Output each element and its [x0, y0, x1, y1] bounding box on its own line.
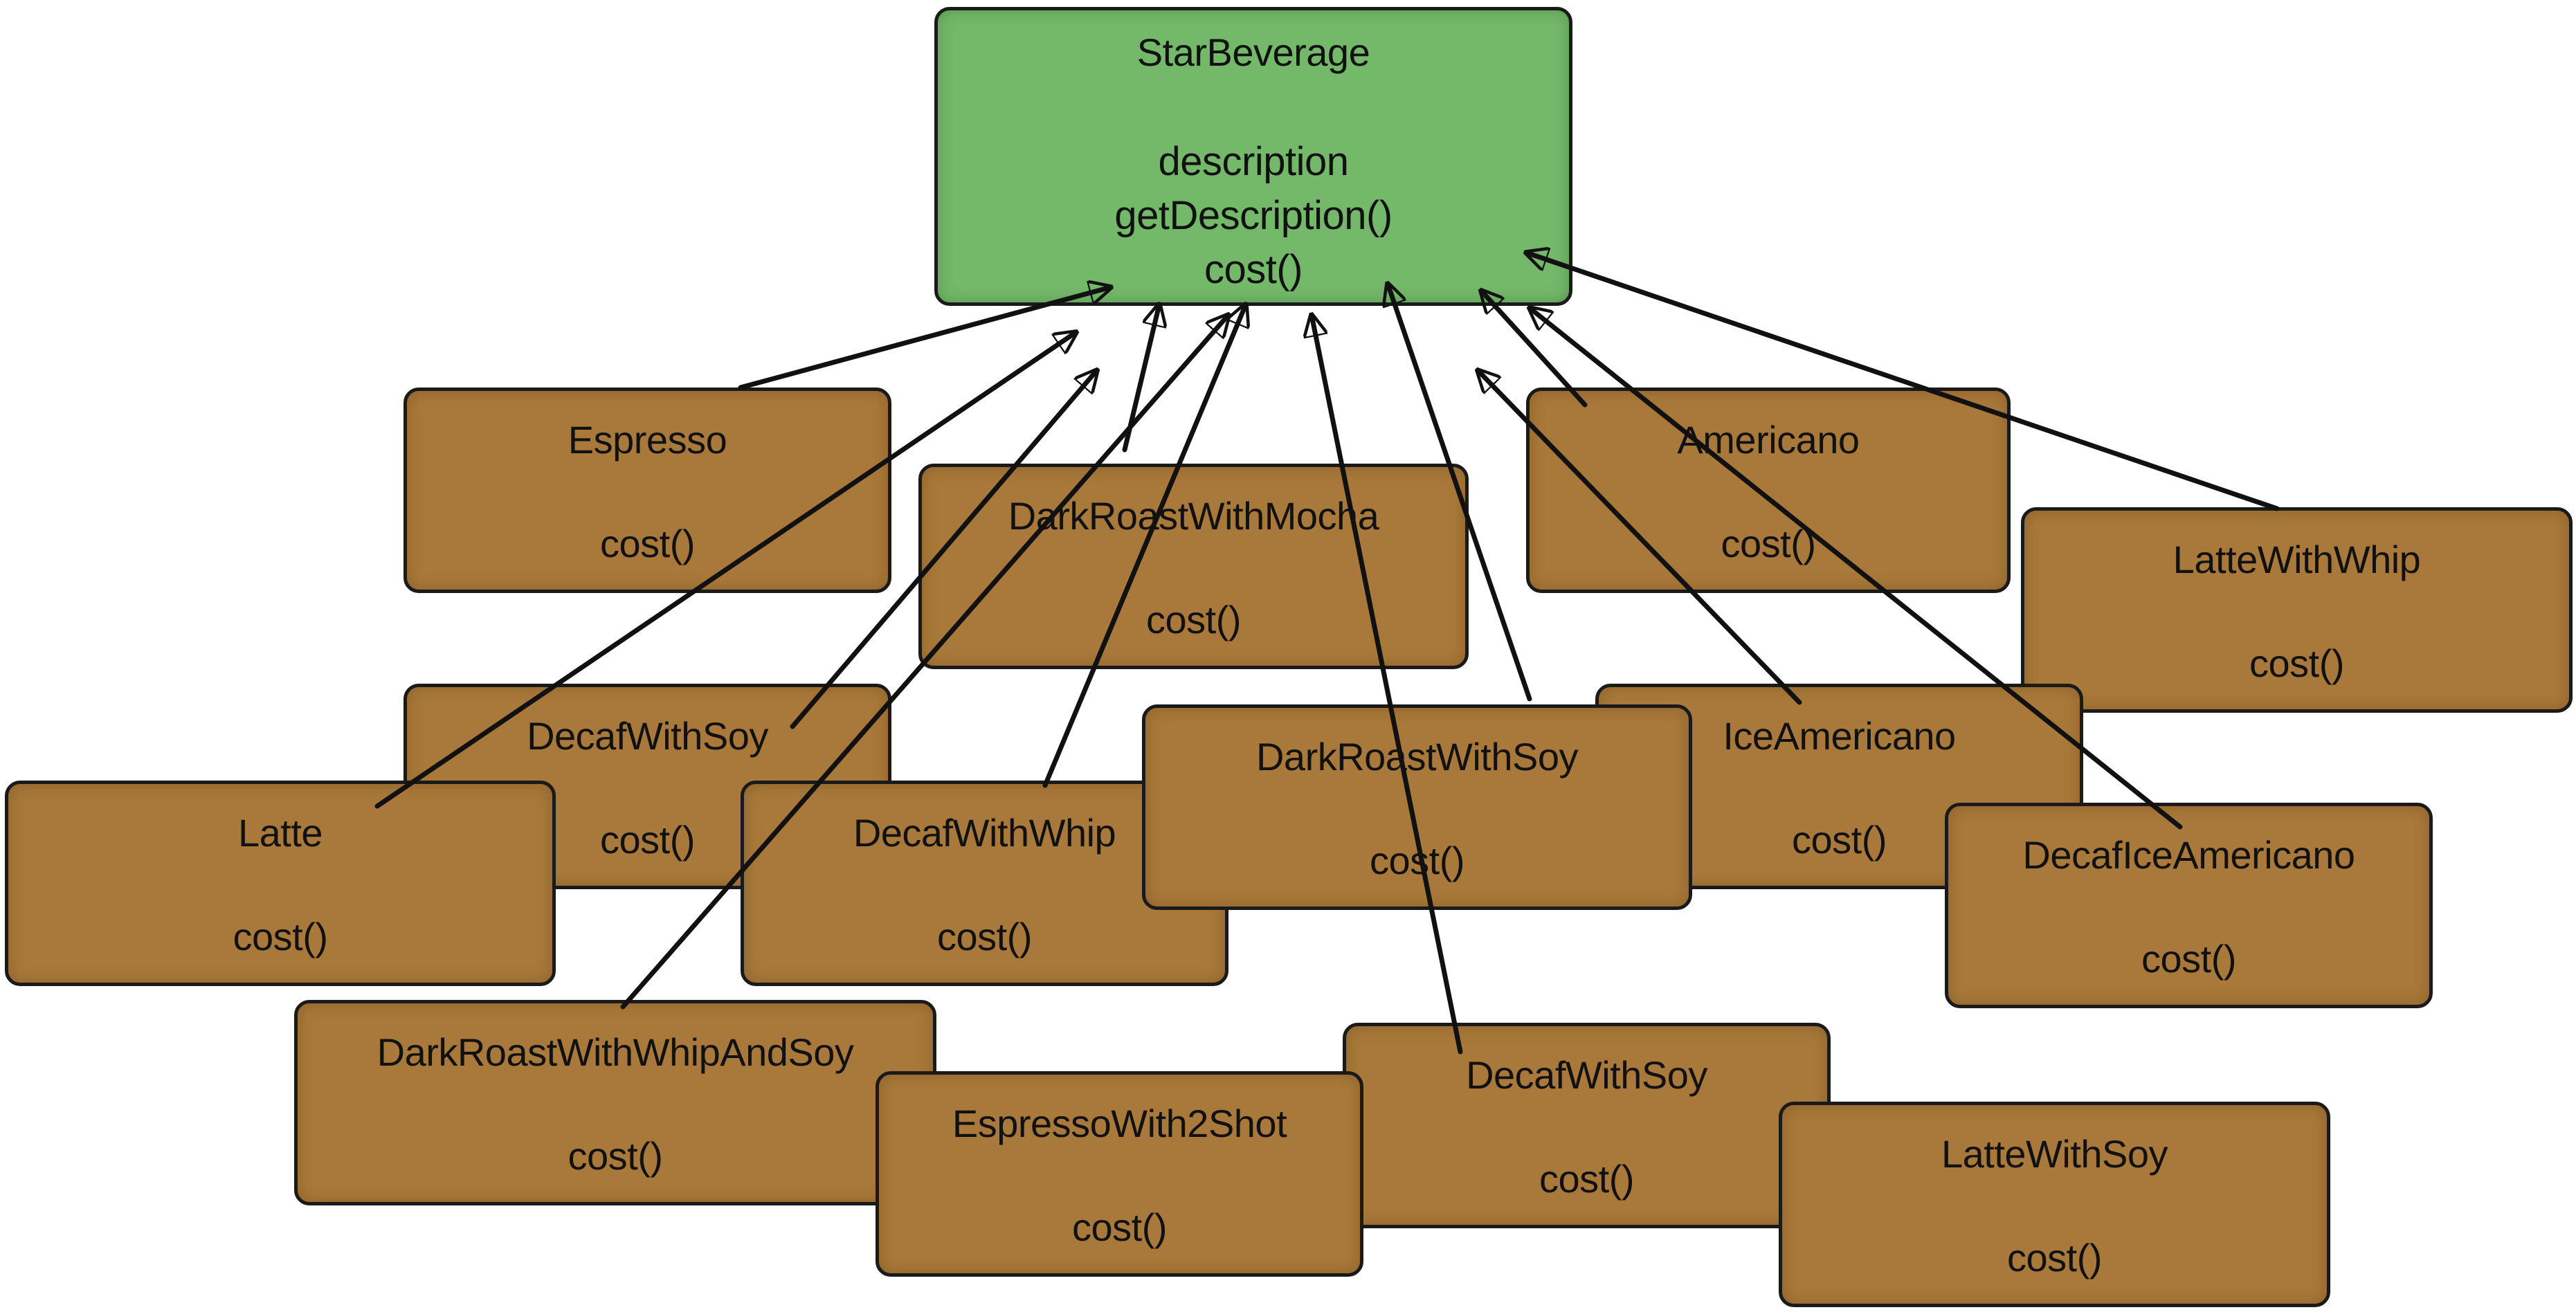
decaficeamericano-class-box: DecafIceAmericano cost() [1945, 803, 2433, 1008]
arrow-decafwithsoy-2 [1312, 315, 1463, 1055]
darkroastwithsoy-class-box: DarkRoastWithSoy cost() [1142, 704, 1692, 910]
espresso-class-box: Espresso cost() [403, 388, 891, 593]
starbeverage-class-box: StarBeverage description getDescription(… [934, 7, 1572, 306]
class-name: Latte [237, 811, 323, 855]
class-name: DecafIceAmericano [2022, 833, 2355, 877]
method-cost: cost() [2141, 937, 2237, 981]
method-cost: cost() [1721, 522, 1817, 565]
class-name: DarkRoastWithMocha [1008, 494, 1379, 538]
method-cost: cost() [1204, 247, 1303, 292]
method-cost: cost() [937, 915, 1033, 958]
class-name: StarBeverage [1136, 30, 1370, 74]
field-description: description [1158, 139, 1349, 184]
class-name: LatteWithWhip [2173, 538, 2421, 581]
method-cost: cost() [568, 1134, 664, 1178]
class-name: Americano [1677, 418, 1860, 462]
method-cost: cost() [1146, 598, 1242, 641]
lattewithwhip-class-box: LatteWithWhip cost() [2021, 507, 2573, 713]
class-name: DarkRoastWithWhipAndSoy [377, 1030, 854, 1074]
method-getdescription: getDescription() [1114, 193, 1393, 238]
method-cost: cost() [2007, 1236, 2103, 1279]
method-cost: cost() [2249, 641, 2345, 685]
class-name: DarkRoastWithSoy [1255, 735, 1579, 778]
method-cost: cost() [1072, 1205, 1168, 1249]
darkroastwithmocha-class-box: DarkRoastWithMocha cost() [918, 464, 1469, 669]
arrow-darkroastwithmocha [1122, 304, 1159, 453]
method-cost: cost() [600, 522, 696, 565]
class-name: LatteWithSoy [1941, 1132, 2168, 1176]
method-cost: cost() [1370, 839, 1465, 882]
class-name: Espresso [568, 418, 727, 462]
method-cost: cost() [233, 915, 329, 958]
class-name: DecafWithSoy [527, 714, 768, 758]
latte-class-box: Latte cost() [5, 781, 556, 986]
method-cost: cost() [1539, 1157, 1635, 1201]
americano-class-box: Americano cost() [1526, 388, 2011, 593]
decafwithsoy-2-class-box: DecafWithSoy cost() [1343, 1023, 1831, 1228]
lattewithsoy-class-box: LatteWithSoy cost() [1779, 1102, 2330, 1307]
class-name: EspressoWith2Shot [952, 1102, 1287, 1145]
class-name: DecafWithSoy [1466, 1053, 1707, 1097]
espressowith2shot-class-box: EspressoWith2Shot cost() [876, 1071, 1363, 1277]
darkroastwithwhipandsoy-class-box: DarkRoastWithWhipAndSoy cost() [294, 1000, 936, 1205]
